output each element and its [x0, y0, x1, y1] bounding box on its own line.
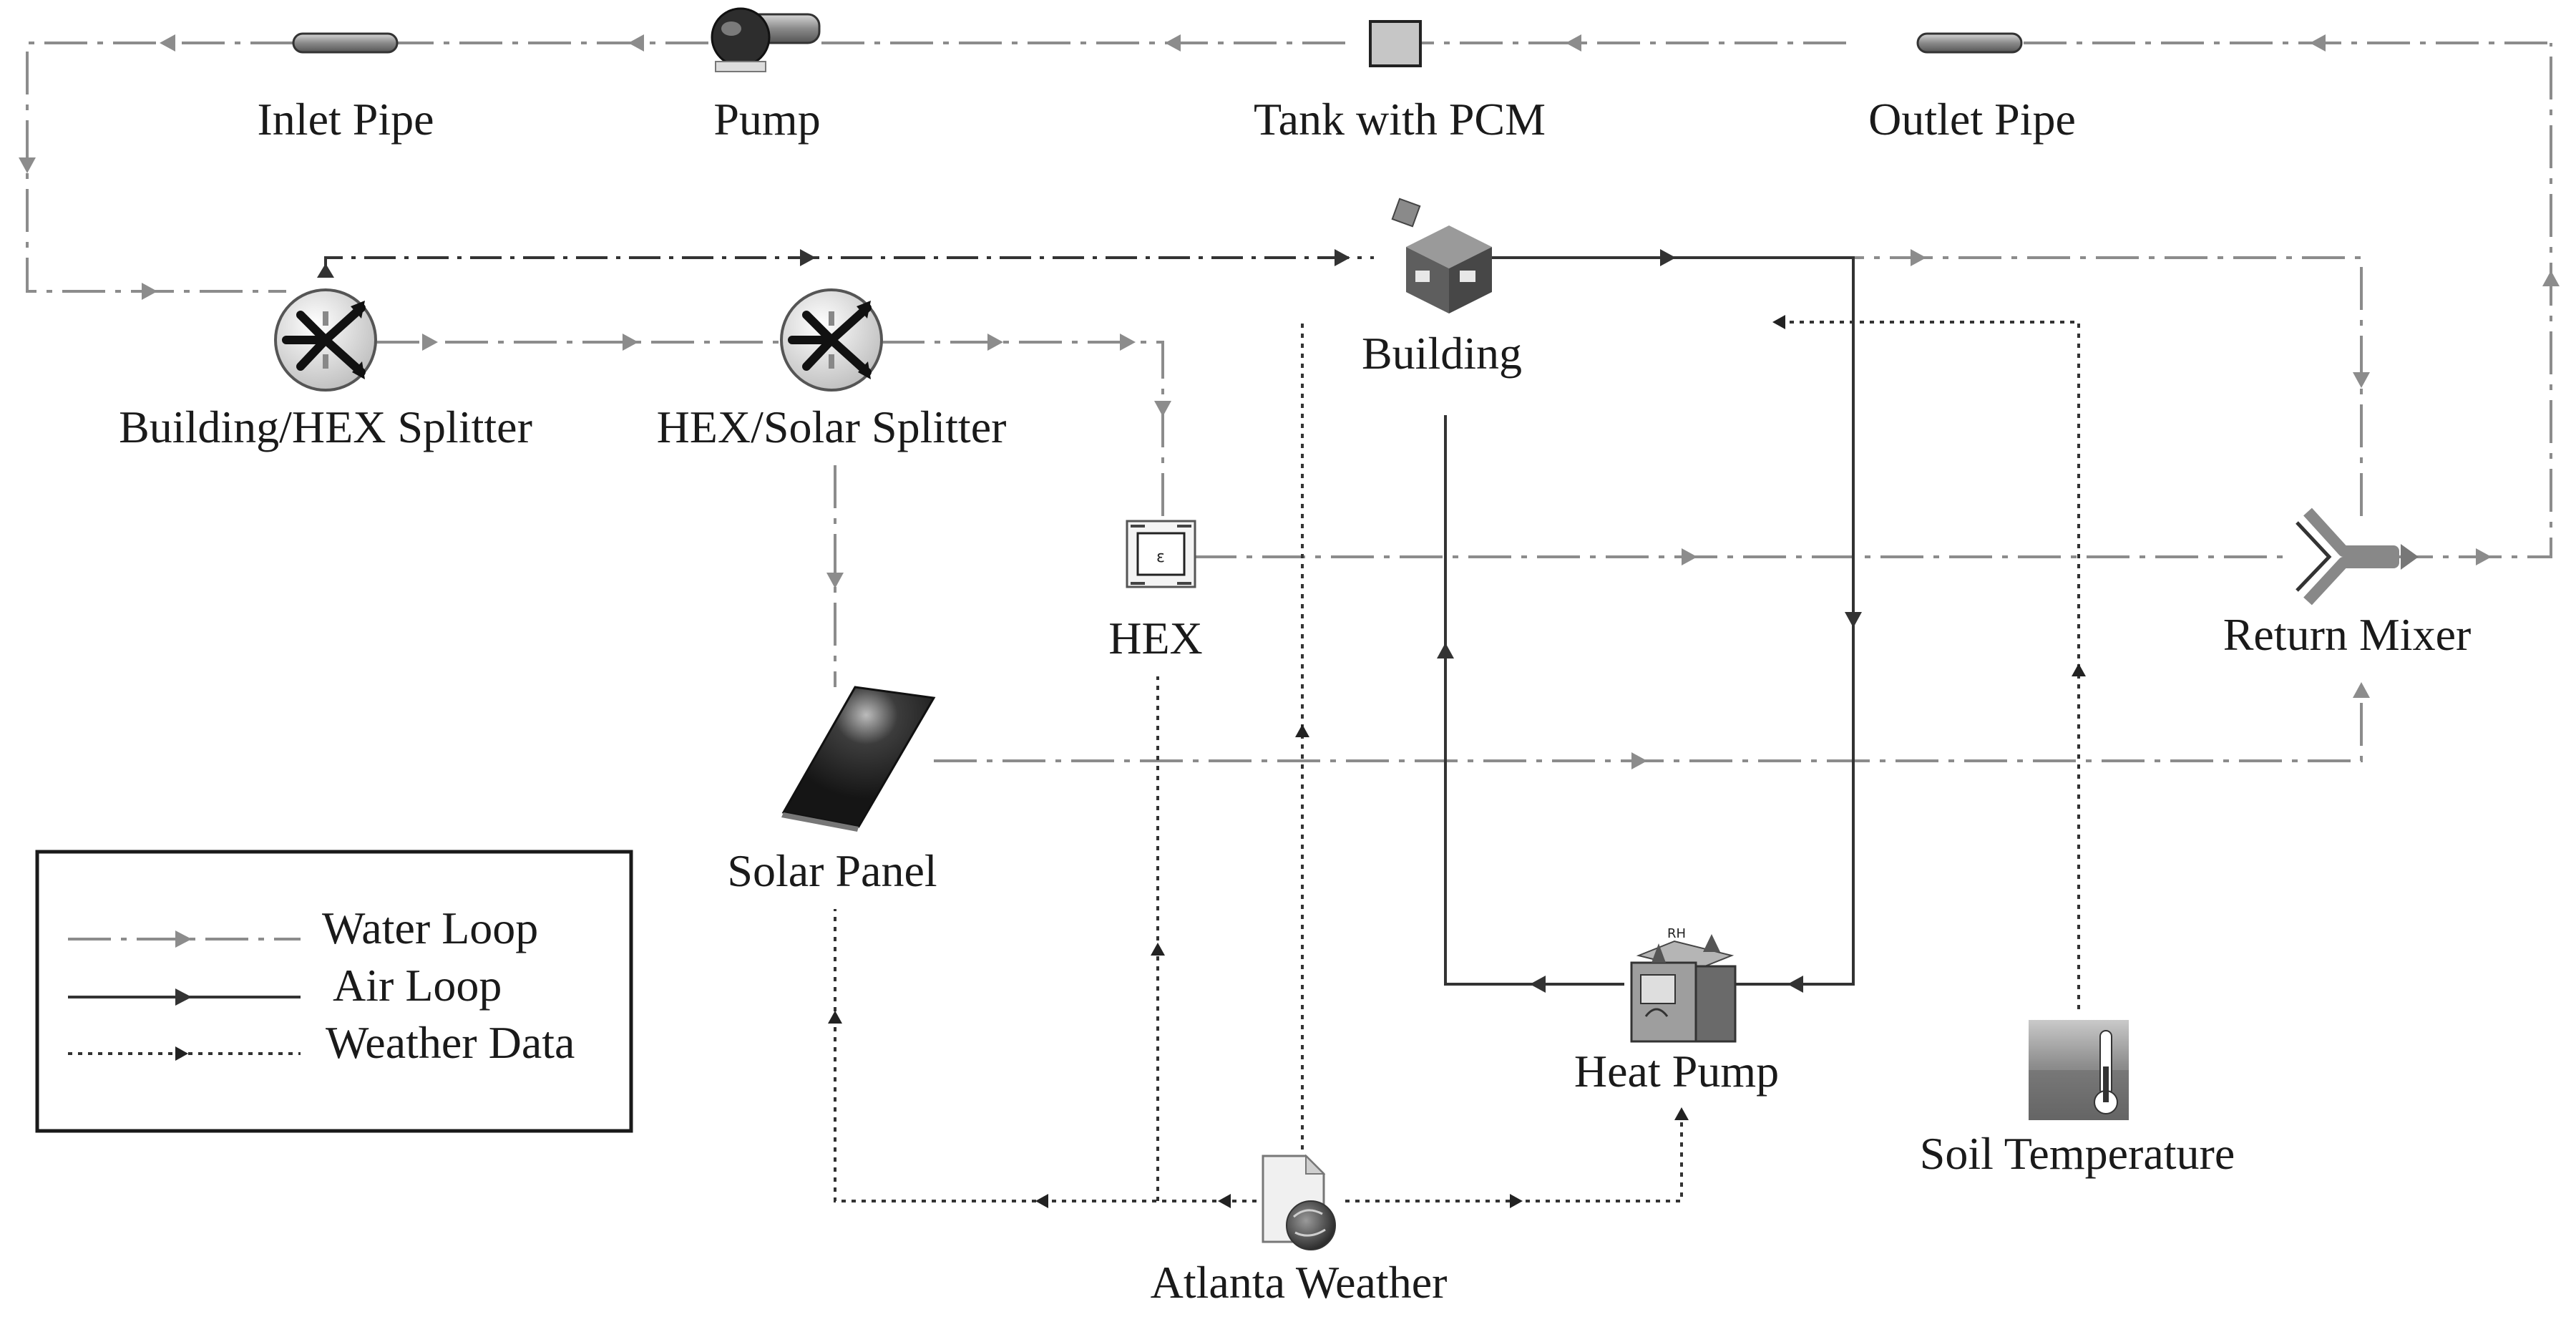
- atlanta-weather-label: Atlanta Weather: [1150, 1257, 1448, 1308]
- air-loop-arrows: [317, 249, 1862, 993]
- legend-box: [35, 850, 633, 1133]
- legend-weather-arrow: [175, 1046, 188, 1061]
- air-heatpump-building: [1444, 415, 1624, 986]
- svg-text:RH: RH: [1667, 926, 1686, 941]
- hex-icon: ε: [1126, 520, 1196, 588]
- hex-label: HEX: [1108, 613, 1203, 664]
- legend-water-arrow: [175, 930, 192, 948]
- weather-data-arrows: [828, 315, 2086, 1208]
- soil-temperature-icon: [2029, 1020, 2129, 1120]
- weather-data-lines: [834, 321, 2080, 1202]
- atlanta-weather-icon: [1262, 1154, 1336, 1250]
- legend-weather-label: Weather Data: [326, 1017, 575, 1068]
- building-label: Building: [1361, 328, 1523, 379]
- weather-solar: [834, 909, 1267, 1202]
- soil-building: [1775, 321, 2080, 1009]
- tank-icon: [1369, 20, 1422, 67]
- water-top-line-5: [26, 42, 293, 293]
- return-mixer-label: Return Mixer: [2223, 609, 2472, 660]
- air-building-down: [1478, 256, 1855, 986]
- air-splitter-building: [324, 256, 1374, 272]
- return-mixer-icon: [2296, 507, 2419, 606]
- solar-panel-icon: [781, 686, 936, 832]
- legend-air-label: Air Loop: [333, 960, 502, 1011]
- outlet-pipe-icon: [1916, 32, 2023, 54]
- building-hex-splitter-label: Building/HEX Splitter: [119, 402, 532, 452]
- svg-text:ε: ε: [1156, 548, 1165, 566]
- pump-icon: [711, 7, 821, 72]
- building-hex-splitter-icon: [274, 288, 377, 392]
- water-loop-arrows: [19, 34, 2560, 769]
- tank-label: Tank with PCM: [1254, 94, 1546, 145]
- hex-solar-splitter-label: HEX/Solar Splitter: [656, 402, 1007, 452]
- outlet-pipe-label: Outlet Pipe: [1868, 94, 2076, 145]
- inlet-pipe-icon: [292, 32, 399, 54]
- building-icon: [1391, 198, 1492, 314]
- soil-temperature-label: Soil Temperature: [1919, 1128, 2235, 1179]
- heat-pump-icon: RH: [1630, 926, 1737, 1043]
- water-to-hex: [882, 341, 1164, 523]
- water-solar-mixer: [934, 680, 2363, 762]
- legend-air-arrow: [175, 988, 192, 1006]
- inlet-pipe-label: Inlet Pipe: [257, 94, 434, 145]
- hex-solar-splitter-icon: [780, 288, 883, 392]
- pump-label: Pump: [713, 94, 821, 145]
- weather-heatpump: [1345, 1117, 1683, 1202]
- solar-panel-label: Solar Panel: [727, 845, 937, 896]
- heat-pump-label: Heat Pump: [1574, 1046, 1780, 1097]
- water-building-mixer: [1478, 256, 2363, 519]
- legend-water-label: Water Loop: [322, 903, 539, 953]
- water-right-line: [2390, 43, 2552, 558]
